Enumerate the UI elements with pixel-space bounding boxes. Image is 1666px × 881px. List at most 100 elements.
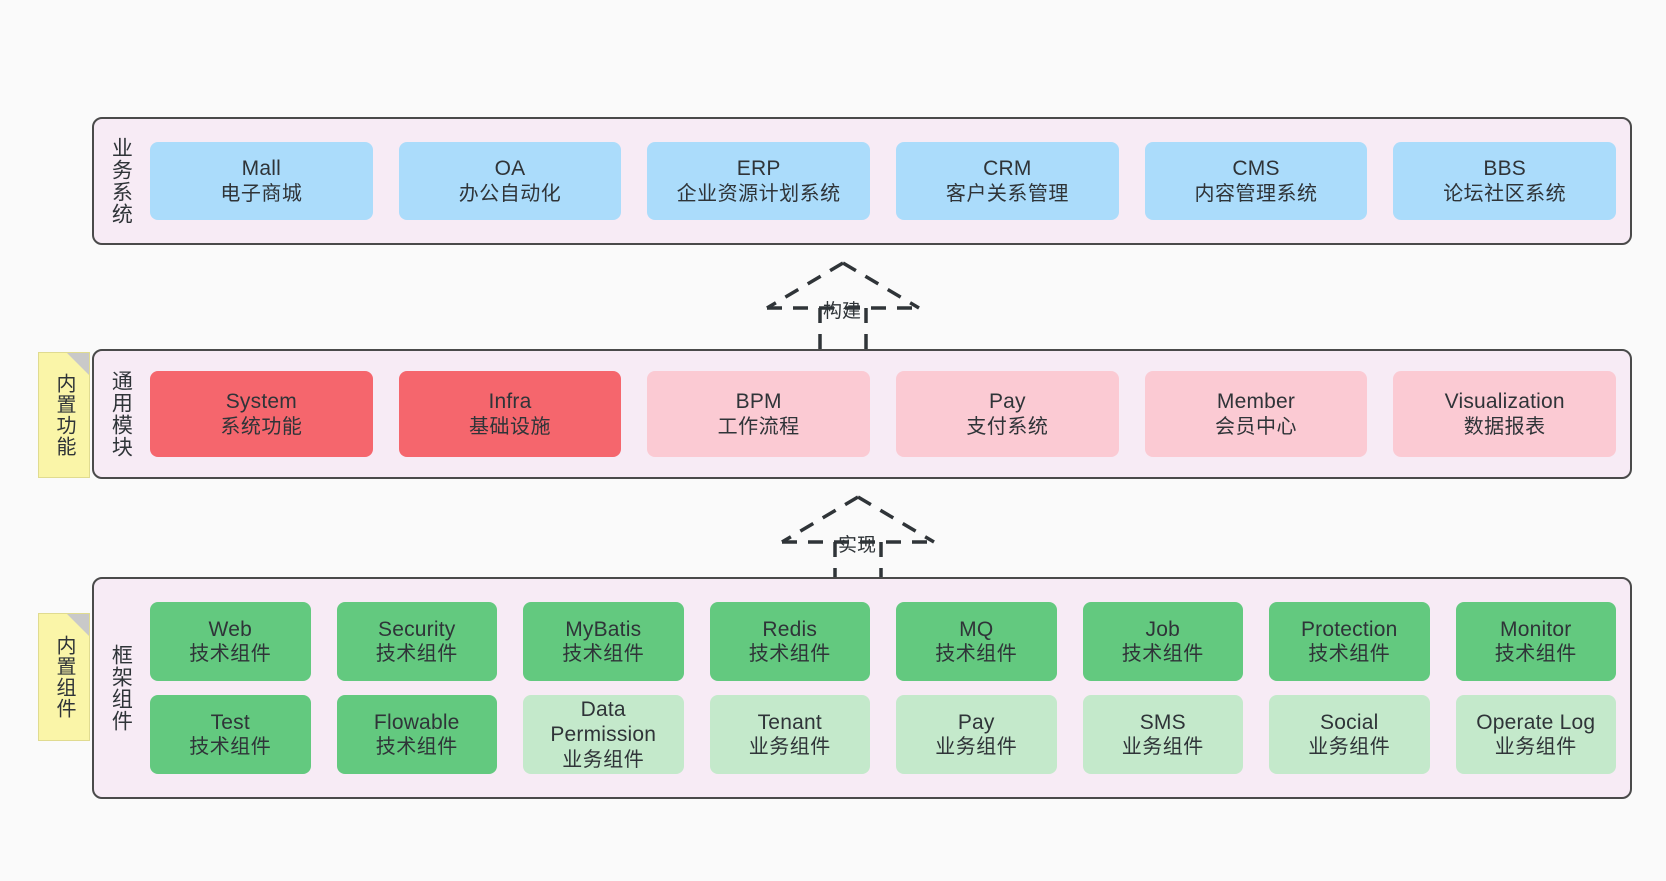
node-subtitle: 技术组件 [562,643,645,666]
node-title: BPM [735,390,782,413]
node-member[interactable]: Member 会员中心 [1144,371,1368,457]
node-subtitle: 系统功能 [220,415,303,438]
node-data-permission[interactable]: Data Permission 业务组件 [523,695,684,774]
node-pay-module[interactable]: Pay 支付系统 [896,371,1119,457]
node-security[interactable]: Security 技术组件 [336,602,497,681]
node-subtitle: 技术组件 [1308,643,1391,666]
node-oa[interactable]: OA 办公自动化 [398,142,622,220]
layer-title-common-module: 通用模块 [109,370,133,458]
node-bpm[interactable]: BPM 工作流程 [647,371,871,457]
node-subtitle: 业务组件 [1308,736,1391,759]
node-title: Social [1320,710,1379,734]
node-mq[interactable]: MQ 技术组件 [896,602,1057,681]
node-subtitle: 技术组件 [1494,643,1577,666]
node-subtitle: 业务组件 [562,748,645,771]
node-social[interactable]: Social 业务组件 [1269,695,1430,774]
node-subtitle: 支付系统 [966,415,1049,438]
node-subtitle: 技术组件 [1121,643,1204,666]
node-title: Operate Log [1476,710,1596,734]
node-title: Test [210,710,250,734]
node-subtitle: 工作流程 [717,415,800,438]
node-subtitle: 业务组件 [748,736,831,759]
node-title: OA [494,157,526,180]
node-row: Web 技术组件 Security 技术组件 MyBatis 技术组件 Redi… [150,602,1616,681]
node-subtitle: 技术组件 [748,643,831,666]
node-subtitle: 论坛社区系统 [1443,182,1567,205]
sticky-note-builtin-components: 内置组件 [38,613,90,741]
node-title: MyBatis [565,617,642,641]
node-monitor[interactable]: Monitor 技术组件 [1455,602,1616,681]
connector-build-label: 构建 [823,301,862,322]
node-infra[interactable]: Infra 基础设施 [398,371,622,457]
node-subtitle: 技术组件 [375,643,458,666]
node-title: CMS [1232,157,1280,180]
node-web[interactable]: Web 技术组件 [150,602,311,681]
node-pay-component[interactable]: Pay 业务组件 [896,695,1057,774]
node-crm[interactable]: CRM 客户关系管理 [896,142,1119,220]
node-title: Redis [762,617,818,641]
node-row: System 系统功能 Infra 基础设施 BPM 工作流程 Pay 支付系统… [150,371,1617,457]
node-title: Web [208,617,252,641]
node-subtitle: 基础设施 [469,415,551,438]
node-subtitle: 技术组件 [189,643,272,666]
node-test[interactable]: Test 技术组件 [150,695,311,774]
sticky-note-label: 内置功能 [53,373,75,457]
node-subtitle: 技术组件 [189,736,272,759]
node-mybatis[interactable]: MyBatis 技术组件 [523,602,684,681]
layer-business-system: 业务系统 Mall 电子商城 OA 办公自动化 ERP 企业资源计划系统 CRM… [92,117,1632,245]
node-visualization[interactable]: Visualization 数据报表 [1393,371,1617,457]
node-subtitle: 数据报表 [1463,415,1546,438]
node-subtitle: 业务组件 [935,736,1018,759]
page-fold-icon [67,614,89,636]
node-title: Pay [988,390,1026,413]
node-protection[interactable]: Protection 技术组件 [1269,602,1430,681]
layer-body-framework-component: Web 技术组件 Security 技术组件 MyBatis 技术组件 Redi… [146,579,1630,797]
node-title: Infra [488,390,532,413]
connector-build: 构建 [755,258,935,358]
node-title: Tenant [757,710,822,734]
node-operate-log[interactable]: Operate Log 业务组件 [1455,695,1616,774]
node-mall[interactable]: Mall 电子商城 [150,142,373,220]
node-title: Member [1216,390,1296,413]
node-title: Job [1145,617,1180,641]
node-system[interactable]: System 系统功能 [150,371,373,457]
node-row: Test 技术组件 Flowable 技术组件 Data Permission … [150,695,1616,774]
build-arrow-icon [766,261,920,350]
layer-body-common-module: System 系统功能 Infra 基础设施 BPM 工作流程 Pay 支付系统… [146,351,1630,477]
node-title: BBS [1483,157,1526,180]
node-title: Data Permission [550,697,657,747]
connector-implement-label: 实现 [838,535,877,556]
node-title: Visualization [1444,390,1565,413]
node-subtitle: 客户关系管理 [945,182,1069,205]
node-subtitle: 技术组件 [375,736,458,759]
node-title: Mall [241,157,281,180]
node-bbs[interactable]: BBS 论坛社区系统 [1393,142,1617,220]
node-subtitle: 电子商城 [220,182,303,205]
node-subtitle: 技术组件 [935,643,1018,666]
node-erp[interactable]: ERP 企业资源计划系统 [647,142,871,220]
node-subtitle: 办公自动化 [458,182,562,205]
sticky-note-label: 内置组件 [53,635,75,719]
node-title: System [225,390,297,413]
layer-title-business-system: 业务系统 [109,137,133,225]
node-subtitle: 企业资源计划系统 [676,182,841,205]
node-title: Pay [957,710,995,734]
node-subtitle: 会员中心 [1215,415,1298,438]
node-subtitle: 内容管理系统 [1194,182,1318,205]
layer-framework-component: 框架组件 Web 技术组件 Security 技术组件 MyBatis 技术组件… [92,577,1632,799]
node-title: Security [378,617,456,641]
node-subtitle: 业务组件 [1494,736,1577,759]
node-title: SMS [1139,710,1186,734]
node-title: Monitor [1500,617,1572,641]
sticky-note-builtin-features: 内置功能 [38,352,90,478]
layer-common-module: 通用模块 System 系统功能 Infra 基础设施 BPM 工作流程 Pay… [92,349,1632,479]
node-sms[interactable]: SMS 业务组件 [1082,695,1243,774]
node-job[interactable]: Job 技术组件 [1082,602,1243,681]
node-tenant[interactable]: Tenant 业务组件 [709,695,870,774]
layer-title-framework-component: 框架组件 [109,644,133,732]
node-flowable[interactable]: Flowable 技术组件 [336,695,497,774]
node-cms[interactable]: CMS 内容管理系统 [1144,142,1368,220]
node-redis[interactable]: Redis 技术组件 [709,602,870,681]
node-title: Flowable [373,710,460,734]
